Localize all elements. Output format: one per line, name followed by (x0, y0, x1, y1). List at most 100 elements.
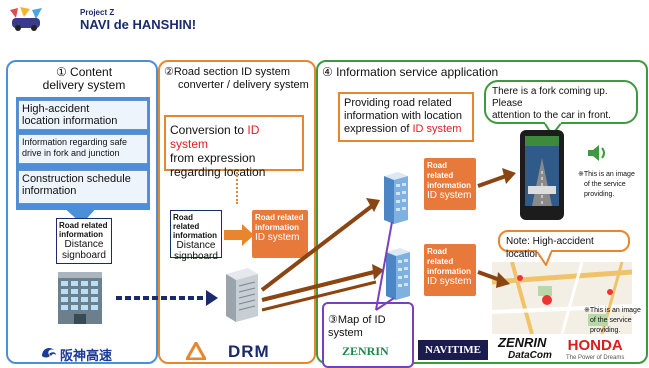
project-label: Project Z (80, 8, 115, 17)
logo-line: HONDA (567, 337, 623, 354)
note-line: ※This is an image (578, 171, 635, 178)
server-arrowhead-top (366, 198, 380, 212)
image-note: ※This is an image of the service providi… (584, 306, 644, 336)
convert-arrow-icon (224, 224, 254, 246)
panel3-title: ③Map of ID system (328, 314, 386, 340)
list-item: Information regarding safe drive in fork… (18, 134, 148, 164)
road-info-id-box: Road related information ID system (424, 244, 476, 296)
note-big: signboard (62, 250, 106, 261)
distance-signboard-note: Road related information Distance signbo… (170, 210, 222, 262)
desc-text: information with location (344, 110, 463, 122)
box-id: ID system (255, 232, 300, 243)
server-arrow-top (260, 204, 374, 292)
zenrin-datacom-logo: ZENRIN DataCom (498, 335, 552, 362)
note-line: of the service (584, 181, 626, 188)
speech-bubble-accident: Note: High-accident location (498, 230, 630, 260)
service-description: Providing road related information with … (338, 92, 474, 142)
server-arrow-low (261, 280, 377, 312)
note-small: information (173, 231, 217, 240)
conv-id-text: ID system (170, 123, 260, 151)
box-id: ID system (427, 276, 472, 287)
road-info-id-box: Road related information ID system (252, 210, 308, 258)
app-arrow-bottom (477, 270, 501, 282)
app-arrowhead-bottom (496, 272, 510, 288)
server-icon (226, 268, 258, 322)
box-small: information (255, 223, 299, 232)
item-line: Construction schedule (22, 173, 131, 185)
panel1-title-line1: ① Content (55, 65, 113, 79)
project-logo-icon (8, 6, 44, 32)
desc-id-text: ID system (412, 123, 462, 135)
map-line-top (375, 221, 393, 311)
list-item: High-accident location information (18, 100, 148, 130)
desc-text: expression of (344, 123, 413, 135)
speech-bubble-fork: There is a fork coming up. Please attent… (484, 80, 638, 124)
note-big: Distance (176, 240, 216, 251)
image-note: ※This is an image of the service providi… (578, 170, 642, 200)
building-icon (58, 272, 102, 324)
dotted-connector (236, 172, 238, 204)
box-small: information (427, 267, 471, 276)
delivery-arrowhead (206, 290, 218, 306)
note-small: Road related (173, 213, 200, 231)
conv-text: from expression (170, 151, 256, 165)
map-image-icon (492, 262, 632, 334)
navitime-logo: NAVITIME (418, 340, 488, 360)
bubble-tail-icon (536, 250, 554, 266)
honda-logo: HONDA The Power of Dreams (566, 338, 624, 362)
id-map-panel (322, 302, 414, 368)
note-line: ※This is an image (584, 307, 641, 314)
logo-line: ZENRIN (498, 335, 547, 350)
box-small: Road related (427, 247, 454, 266)
building-icon (384, 172, 408, 224)
bubble-text: There is a fork coming up. Please (492, 86, 608, 109)
logo-line: DataCom (508, 350, 552, 361)
conversion-box: Conversion to ID system from expression … (164, 115, 304, 179)
triangle-logo-icon (186, 342, 206, 360)
note-big: signboard (174, 251, 218, 262)
hanshin-logo-text: 阪神高速 (60, 348, 113, 363)
box-small: Road related (427, 161, 454, 180)
app-arrow-top (477, 174, 507, 188)
server-arrow-mid (261, 270, 375, 302)
note-line: providing. (590, 327, 621, 334)
item-line: drive in fork and junction (22, 148, 120, 158)
building-icon (386, 248, 410, 300)
note-small: Road related (59, 221, 108, 230)
item-line: location information (22, 115, 118, 127)
distance-signboard-note: Road related information Distance signbo… (56, 218, 112, 264)
panel2-title: ②Road section ID system converter / deli… (164, 66, 312, 92)
conv-text: regarding location (170, 165, 266, 179)
note-small: information (59, 230, 103, 239)
item-line: High-accident (22, 103, 90, 115)
panel1-title-line2: delivery system (42, 78, 126, 92)
panel4-title: ④ Information service application (322, 65, 499, 79)
panel3-line: system (328, 327, 363, 339)
panel3-line: ③Map of ID (328, 314, 386, 326)
navigation-device-icon (520, 130, 564, 220)
zenrin-logo-text: ZENRIN (342, 344, 389, 358)
item-line: information (22, 185, 77, 197)
page-title: NAVI de HANSHIN! (80, 17, 197, 32)
note-line: providing. (584, 191, 615, 198)
map-line-bottom (375, 297, 395, 311)
drm-logo-text: DRM (228, 342, 270, 361)
list-item: Construction schedule information (18, 170, 148, 204)
bubble-tail-icon (544, 122, 564, 136)
panel2-title-line1: ②Road section ID system (164, 66, 291, 78)
panel2-title-line2: converter / delivery system (178, 79, 309, 91)
panel1-title: ① Content delivery system (24, 66, 144, 92)
box-id: ID system (427, 190, 472, 201)
box-small: Road related (255, 213, 304, 222)
app-arrowhead-top (502, 168, 516, 184)
logo-line: The Power of Dreams (566, 355, 625, 361)
hanshin-logo-icon (42, 348, 56, 358)
desc-text: Providing road related (344, 97, 452, 109)
box-small: information (427, 181, 471, 190)
road-info-id-box: Road related information ID system (424, 158, 476, 210)
conv-text: Conversion to (170, 123, 248, 137)
note-big: Distance (64, 239, 104, 250)
bubble-text: attention to the car in front. (492, 110, 611, 121)
note-line: of the service (590, 317, 632, 324)
